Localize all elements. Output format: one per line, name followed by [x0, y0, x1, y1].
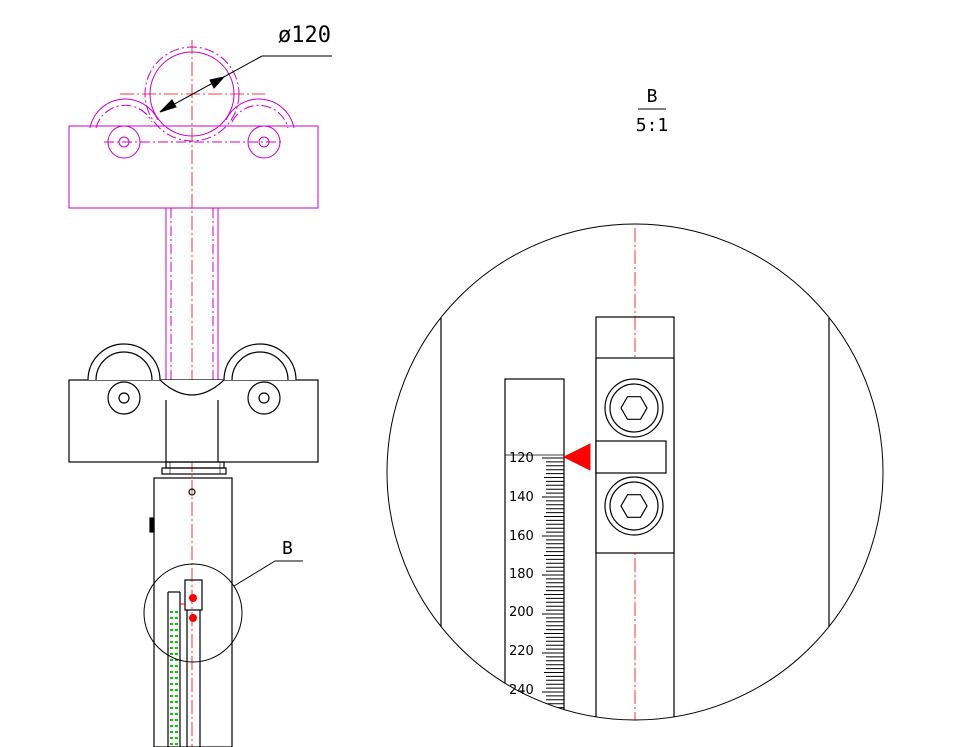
left-green-scale: [170, 611, 178, 745]
detail-circle: [386, 223, 884, 721]
lower-right-roller: [223, 343, 297, 381]
tick-label: 140: [509, 490, 534, 505]
tick-label: 200: [509, 605, 534, 620]
column-body: [153, 477, 233, 747]
scale-pointer: [562, 443, 591, 471]
callout-label: B: [282, 538, 293, 559]
tick-label: 160: [509, 529, 534, 544]
left-roller-arc: [89, 98, 159, 129]
tick-label: 220: [509, 644, 534, 659]
detail-contents: [440, 316, 830, 720]
upper-bolt: [604, 378, 664, 438]
left-red-indicators: [180, 594, 197, 622]
diameter-dimension: [159, 55, 332, 113]
lower-roller-assembly: [68, 343, 319, 463]
diameter-label: ø120: [278, 23, 331, 48]
lower-left-axle: [107, 381, 141, 415]
lower-left-roller: [87, 343, 161, 381]
ruler-bar: [504, 378, 565, 720]
ruler-labels: 120 140 160 180 200 220 240: [509, 451, 534, 698]
upper-frame-block: [68, 125, 319, 209]
tick-label: 180: [509, 567, 534, 582]
callout-b: [143, 560, 303, 663]
upper-roller-assembly: [68, 46, 319, 380]
detail-scale-label: 5:1: [636, 115, 669, 136]
detail-view-label: B: [647, 86, 658, 107]
stand-column: [149, 461, 233, 747]
lower-right-axle: [247, 381, 281, 415]
right-roller-arc: [225, 98, 295, 129]
tick-label: 120: [509, 451, 534, 466]
ruler-ticks: [542, 457, 564, 720]
tick-label: 240: [509, 683, 534, 698]
lower-bolt: [604, 476, 664, 536]
